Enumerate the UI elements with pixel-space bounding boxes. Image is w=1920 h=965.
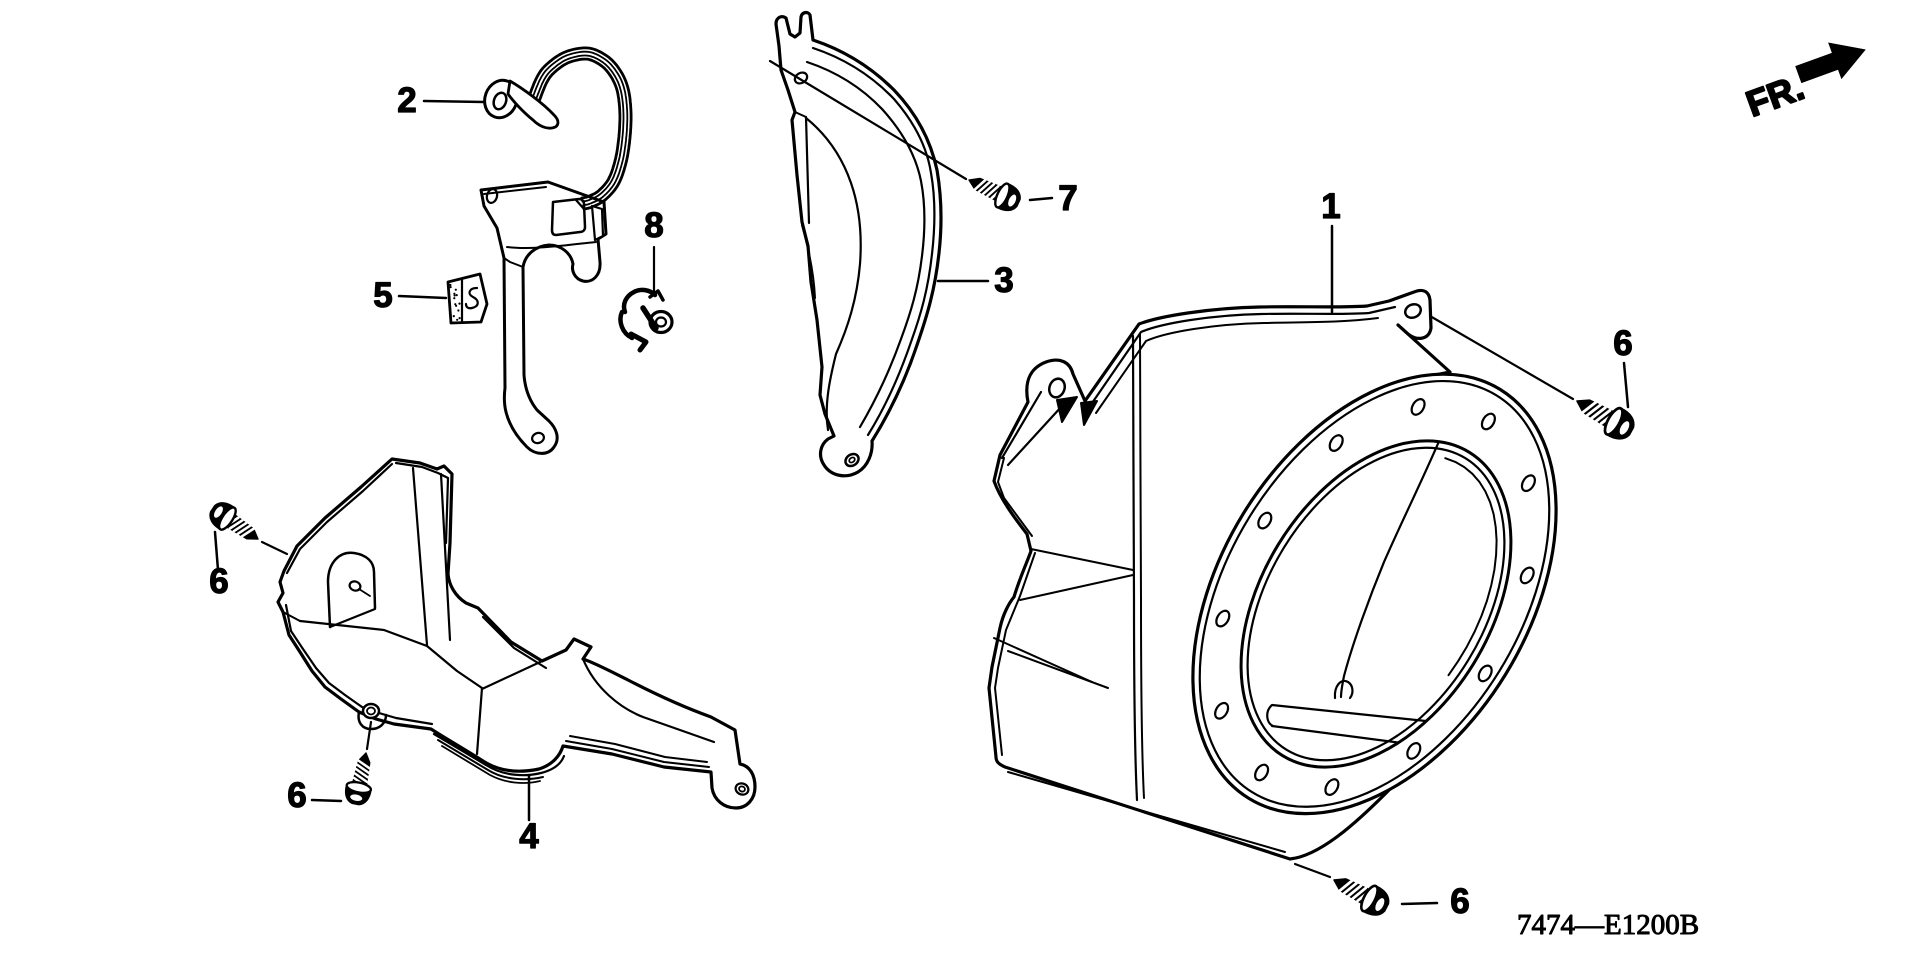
- svg-text:6: 6: [1613, 324, 1632, 363]
- svg-text:7: 7: [1058, 179, 1077, 218]
- svg-text:8: 8: [644, 206, 663, 245]
- svg-text:6: 6: [209, 562, 228, 601]
- svg-text:7474—E1200B: 7474—E1200B: [1517, 909, 1699, 941]
- svg-text:3: 3: [994, 261, 1013, 300]
- svg-text:4: 4: [519, 817, 539, 856]
- svg-text:1: 1: [1321, 187, 1340, 226]
- svg-text:6: 6: [287, 776, 306, 815]
- svg-text:5: 5: [373, 276, 392, 315]
- svg-text:6: 6: [1450, 882, 1469, 921]
- svg-text:2: 2: [397, 81, 416, 120]
